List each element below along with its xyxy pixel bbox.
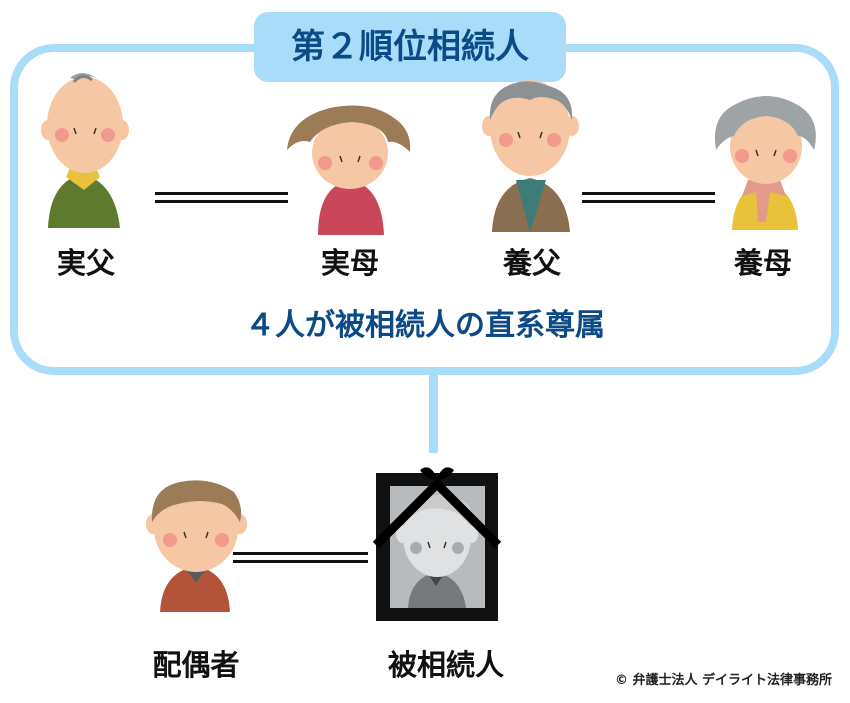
group-title: 第２順位相続人: [291, 27, 529, 67]
adoptive-mother-figure: [714, 96, 816, 230]
copyright-notice: © 弁護士法人 デイライト法律事務所: [614, 673, 832, 688]
label-adoptive-mother: 養母: [733, 246, 792, 280]
label-biological-father: 実父: [56, 246, 115, 280]
marriage-line-spouse: [233, 552, 368, 563]
connector-line: [429, 371, 438, 453]
deceased-portrait: [372, 467, 502, 621]
biological-mother-figure: [287, 105, 411, 235]
title-banner: [254, 12, 566, 82]
label-spouse: 配偶者: [152, 648, 240, 682]
label-biological-mother: 実母: [320, 246, 379, 280]
label-deceased: 被相続人: [387, 648, 504, 682]
marriage-line-adoptive: [582, 192, 715, 203]
spouse-figure: [146, 480, 247, 612]
biological-father-figure: [41, 73, 129, 228]
adoptive-father-figure: [482, 80, 579, 232]
label-adoptive-father: 養父: [502, 246, 561, 280]
marriage-line-biological: [155, 192, 288, 203]
group-caption: ４人が被相続人の直系尊属: [245, 308, 605, 343]
